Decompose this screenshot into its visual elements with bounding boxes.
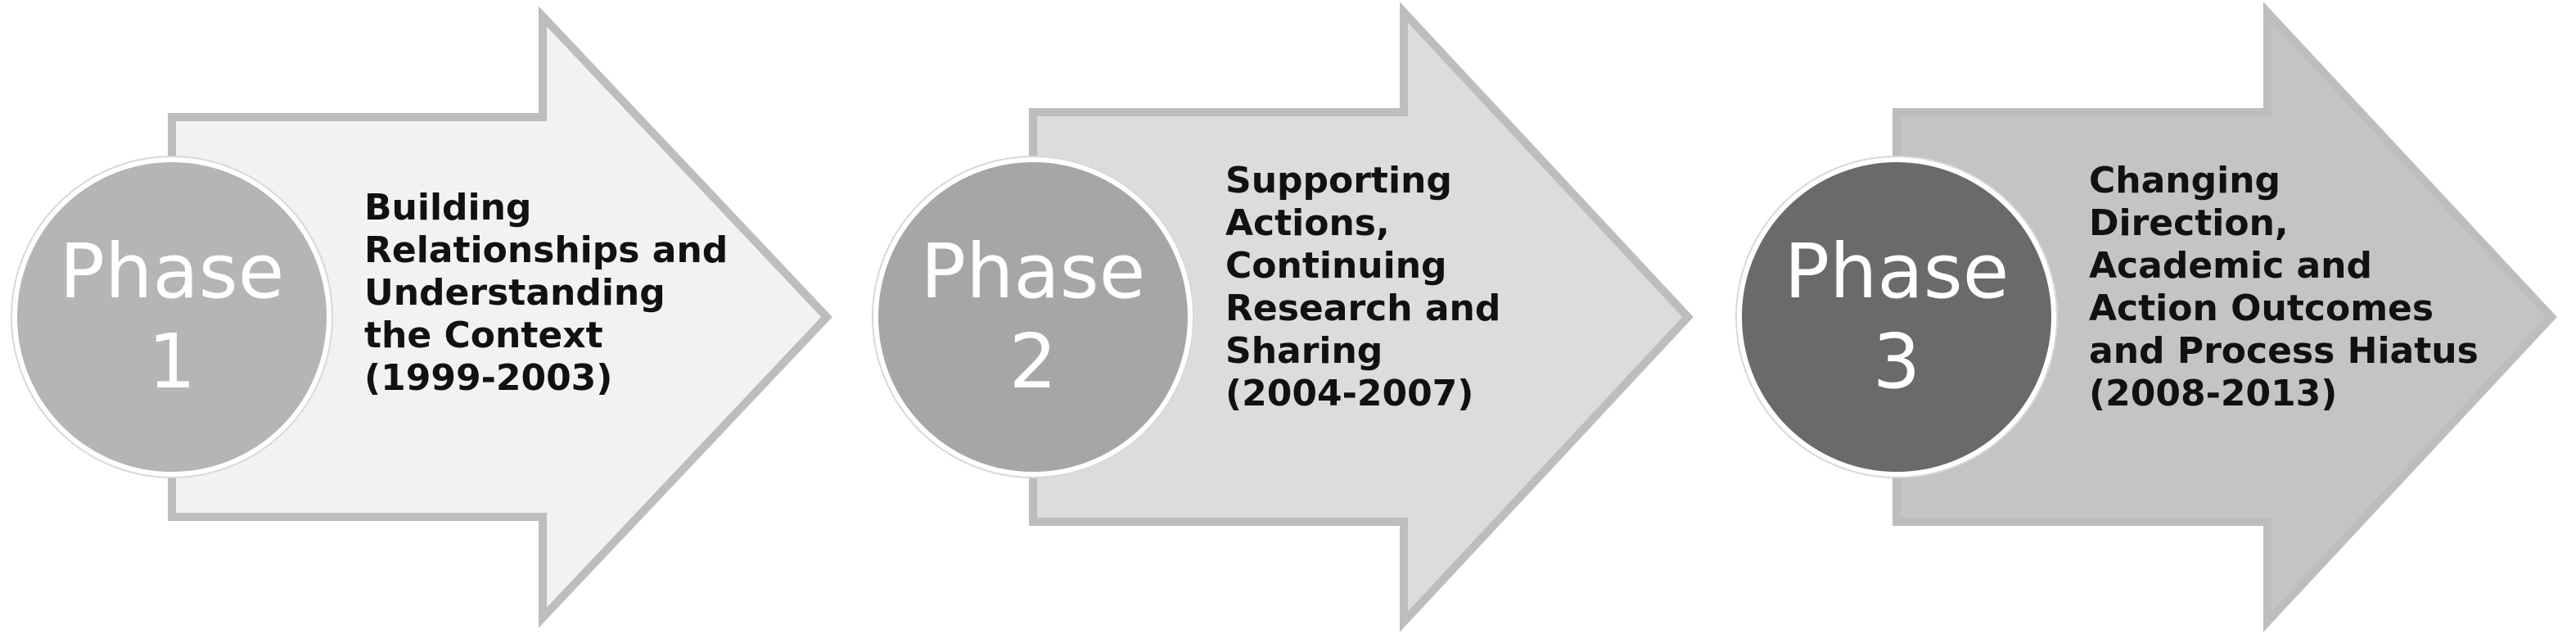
- phase-2-number: 2: [1008, 318, 1058, 405]
- phase-2-circle: Phase 2: [873, 157, 1193, 477]
- phase-1-arrow: [168, 6, 832, 628]
- phase-2-description: Supporting Actions, Continuing Research …: [1225, 160, 1501, 414]
- phase-2-word: Phase: [920, 227, 1146, 315]
- phase-1-word: Phase: [59, 227, 285, 315]
- phase-2-arrow: [1029, 2, 1694, 632]
- phase-3-number: 3: [1872, 318, 1921, 405]
- phase-3-arrow: [1893, 2, 2557, 632]
- phase-3-description: Changing Direction, Academic and Action …: [2089, 160, 2479, 414]
- phase-1-number: 1: [147, 318, 196, 405]
- phase-1-description: Building Relationships and Understanding…: [364, 187, 729, 399]
- phase-3-word: Phase: [1784, 227, 2010, 315]
- phase-3-circle: Phase 3: [1737, 157, 2056, 477]
- phase-1-circle: Phase 1: [12, 157, 332, 477]
